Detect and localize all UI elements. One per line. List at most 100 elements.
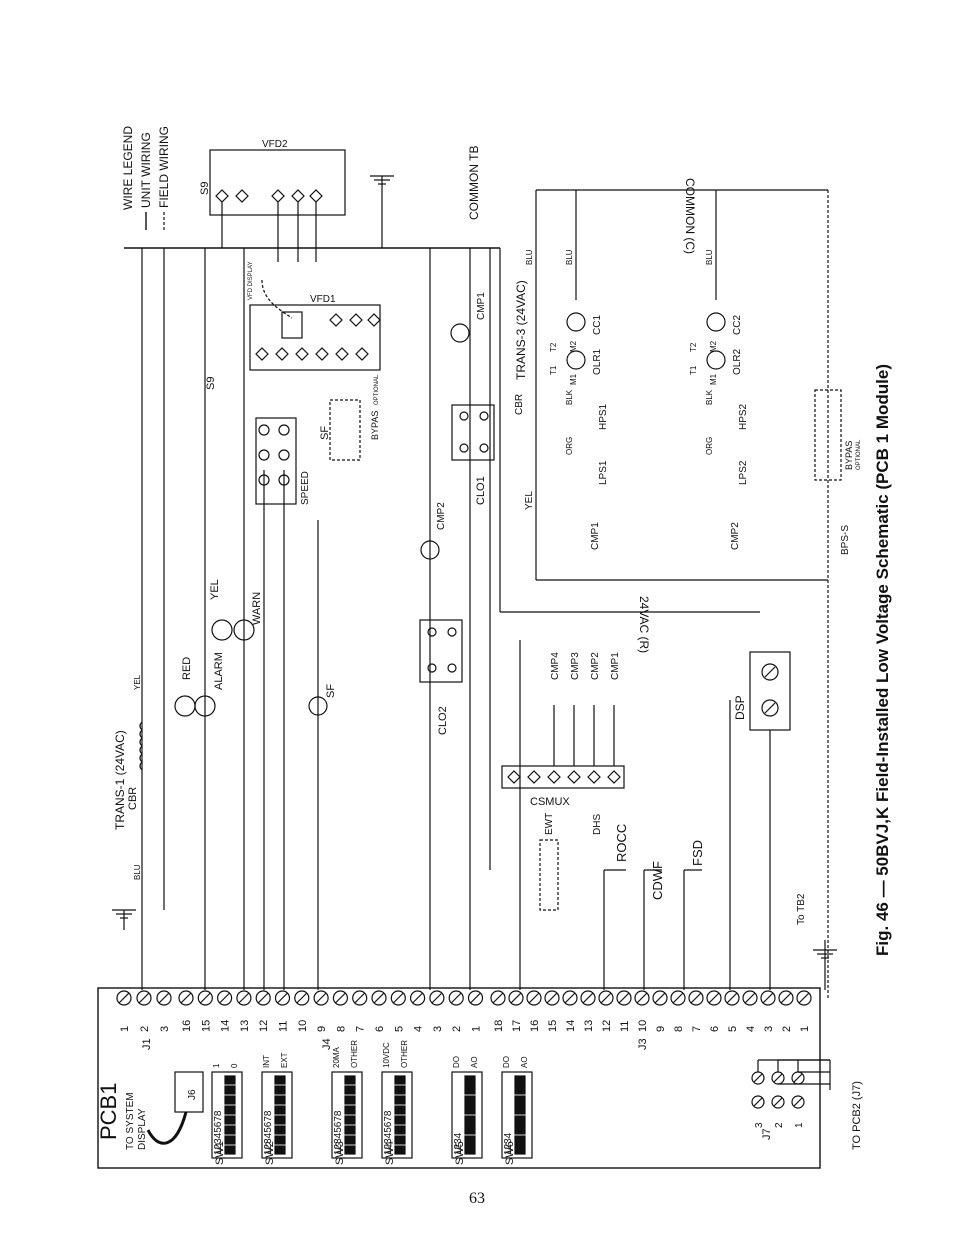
red-label: RED — [181, 657, 193, 680]
terminal-number: 4 — [745, 1026, 757, 1032]
terminal-number: 2 — [139, 1026, 151, 1032]
vfd1-label: VFD1 — [310, 294, 336, 305]
cdwf-label: CDWF — [650, 861, 665, 900]
to-system-display-2: DISPLAY — [137, 1108, 148, 1150]
dip-switch-digits: 12345678 — [383, 1110, 394, 1155]
clo1-label: CLO1 — [475, 476, 487, 505]
terminal-number: 8 — [673, 1026, 685, 1032]
dhs-label: DHS — [592, 814, 603, 835]
dip-option-bottom: AO — [520, 1056, 529, 1068]
s9-label-1: S9 — [205, 377, 217, 390]
dip-switch-digits: 1234 — [453, 1132, 464, 1155]
dip-toggle — [224, 1135, 236, 1145]
terminal-number: 11 — [619, 1021, 631, 1032]
dip-switch-label: SW1 — [214, 1141, 226, 1165]
terminal-screw — [670, 990, 686, 1006]
dip-option-bottom: OTHER — [350, 1040, 359, 1068]
terminal-slash — [199, 992, 211, 1004]
m2-label-1: M2 — [569, 340, 578, 352]
terminal-screw — [796, 990, 812, 1006]
dip-option-bottom: EXT — [280, 1052, 289, 1068]
cmp2-label-top: CMP2 — [436, 502, 447, 530]
terminal-screw — [544, 990, 560, 1006]
j6-cable — [146, 1111, 188, 1145]
dip-toggle — [224, 1105, 236, 1115]
wire-legend-title: WIRE LEGEND — [121, 126, 135, 210]
common-c-label: COMMON (C) — [683, 178, 697, 254]
terminal-slash — [708, 992, 720, 1004]
figure-caption: Fig. 46 — 50BVJ,K Field-Installed Low Vo… — [873, 364, 892, 956]
terminal-number: 14 — [220, 1020, 232, 1032]
terminal-number: 12 — [258, 1020, 270, 1032]
terminal-number: 3 — [763, 1026, 775, 1032]
terminal-screw — [410, 990, 426, 1006]
terminal-slash — [373, 992, 385, 1004]
terminal-slash — [334, 992, 346, 1004]
dip-option-bottom: AO — [470, 1056, 479, 1068]
vfd1-drive: VFD1 VFD DISPLAY — [248, 261, 381, 371]
terminal-slash — [296, 992, 308, 1004]
dip-switch-label: SW2 — [264, 1141, 276, 1165]
terminal-slash — [618, 992, 630, 1004]
terminal-number: 9 — [655, 1026, 667, 1032]
org-label-1: ORG — [565, 437, 574, 455]
terminal-slash — [118, 992, 130, 1004]
cmp1-label-top: CMP1 — [476, 292, 487, 320]
dip-toggle — [274, 1115, 286, 1125]
dsp-label: DSP — [733, 695, 747, 720]
dip-switch-label: SW4 — [384, 1141, 396, 1165]
terminal-screw — [526, 990, 542, 1006]
terminal-number: 3 — [159, 1026, 171, 1032]
s9-speed-block: S9 SPEED SF BYPAS OPTIONAL — [205, 374, 380, 505]
dip-toggle — [394, 1115, 406, 1125]
dip-switch-digits: 1234 — [503, 1132, 514, 1155]
blu-label-1: BLU — [133, 864, 142, 880]
dip-toggle — [514, 1075, 526, 1095]
blk-label-2: BLK — [705, 389, 714, 405]
terminal-screw — [217, 990, 233, 1006]
terminal-number: 7 — [691, 1026, 703, 1032]
terminal-slash — [470, 992, 481, 1004]
t2-label-2: T2 — [689, 342, 698, 352]
terminal-screw — [490, 990, 506, 1006]
terminal-number: 15 — [200, 1020, 212, 1032]
terminal-slash — [636, 992, 648, 1004]
terminal-number: 14 — [565, 1020, 577, 1032]
terminal-number: 11 — [278, 1021, 290, 1032]
trans1-label: TRANS-1 (24VAC) — [113, 730, 127, 830]
terminal-slash — [158, 992, 170, 1004]
dip-toggle — [344, 1075, 356, 1085]
j7-connector: J7 3 2 1 TO PCB2 (J7) — [751, 1059, 863, 1150]
j7-label: J7 — [761, 1128, 773, 1140]
alarm-light-2 — [194, 695, 216, 717]
terminal-slash — [654, 992, 666, 1004]
terminal-slash — [138, 992, 150, 1004]
terminal-number: 10 — [297, 1020, 309, 1032]
dip-toggle — [274, 1145, 286, 1155]
dip-toggle — [464, 1135, 476, 1155]
blu-label-3: BLU — [565, 249, 574, 265]
terminal-slash — [564, 992, 576, 1004]
dip-toggle — [514, 1115, 526, 1135]
lps1-label: LPS1 — [598, 460, 609, 485]
dip-toggle — [274, 1125, 286, 1135]
terminal-slash — [546, 992, 558, 1004]
dip-toggle — [274, 1075, 286, 1085]
terminal-number: 16 — [529, 1020, 541, 1032]
terminal-slash — [412, 992, 424, 1004]
cbr-label-2: CBR — [514, 394, 525, 415]
yel-label-3: YEL — [524, 491, 535, 510]
terminal-screw — [255, 990, 271, 1006]
m1-label-1: M1 — [569, 373, 578, 385]
terminal-slash — [450, 992, 462, 1004]
blk-label-1: BLK — [565, 389, 574, 405]
dip-toggle — [394, 1095, 406, 1105]
dip-toggle — [224, 1085, 236, 1095]
terminal-screw — [197, 990, 213, 1006]
dip-toggle — [464, 1075, 476, 1095]
dip-toggle — [274, 1105, 286, 1115]
terminal-slash — [600, 992, 612, 1004]
